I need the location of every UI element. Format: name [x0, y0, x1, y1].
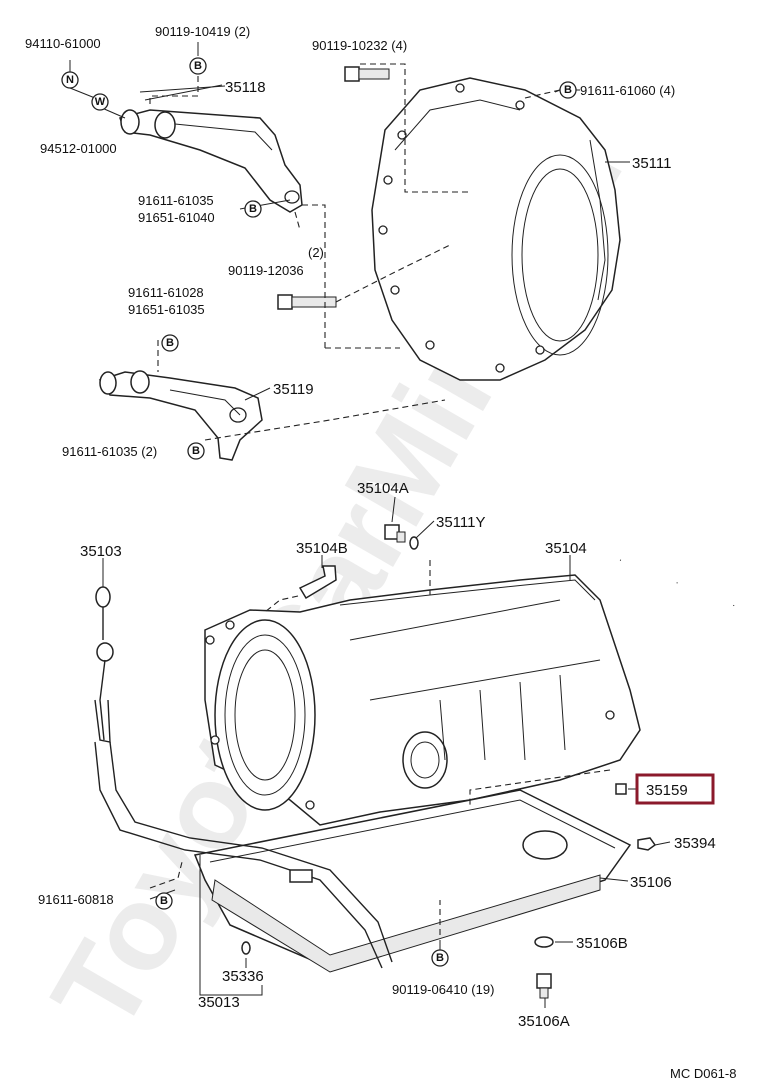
svg-text:B: B	[194, 60, 202, 72]
svg-text:B: B	[249, 203, 257, 215]
label-35103: 35103	[80, 543, 122, 560]
highlight-box-35159	[635, 773, 715, 805]
leader-lines	[69, 42, 741, 1008]
washer-marker-94512: W	[91, 93, 109, 111]
nut-marker-94110: N	[61, 71, 79, 89]
label-94110-61000: 94110-61000	[25, 36, 101, 51]
bolt-marker-91611-61028: B	[161, 334, 179, 352]
bolt-marker-91611-61060: B	[559, 81, 577, 99]
label-35111Y: 35111Y	[436, 514, 486, 531]
bolt-35104A-illustration	[384, 524, 406, 543]
gasket-35106B-illustration	[534, 936, 554, 948]
clip-35394-illustration	[637, 837, 657, 851]
dipstick-35103-illustration	[94, 586, 114, 743]
label-35336: 35336	[222, 968, 264, 985]
svg-text:B: B	[564, 84, 572, 96]
oring-35111Y-illustration	[409, 536, 419, 550]
label-35118: 35118	[225, 79, 266, 96]
label-35111: 35111	[632, 155, 672, 172]
label-90119-10419: 90119-10419 (2)	[155, 24, 250, 39]
label-35106: 35106	[630, 874, 672, 891]
clamp-35336-illustration	[241, 941, 251, 955]
svg-text:B: B	[166, 337, 174, 349]
diagram-code: MC D061-8	[670, 1066, 736, 1081]
label-91611-61035: 91611-61035	[138, 193, 214, 208]
transmission-case-35104-illustration	[204, 574, 641, 826]
label-35119: 35119	[273, 381, 314, 398]
label-35394: 35394	[674, 835, 716, 852]
part-labels: 94110-61000 94512-01000 90119-10419 (2) …	[25, 24, 716, 1030]
bolt-marker-90119-10419: B	[189, 57, 207, 75]
bracket-35118-illustration	[119, 109, 303, 213]
label-35104B: 35104B	[296, 540, 348, 557]
label-91611-61060: 91611-61060 (4)	[580, 83, 675, 98]
bolt-90119-10232-illustration	[344, 66, 390, 82]
bolt-marker-91611-60818: B	[155, 892, 173, 910]
label-91611-61035-2: 91611-61035 (2)	[62, 444, 157, 459]
label-91611-60818: 91611-60818	[38, 892, 114, 907]
drain-plug-35106A-illustration	[536, 973, 552, 999]
plug-35159-illustration	[615, 783, 627, 795]
converter-housing-35111-illustration	[371, 77, 621, 381]
label-35106B: 35106B	[576, 935, 628, 952]
label-91651-61035: 91651-61035	[128, 302, 205, 317]
label-90119-10232: 90119-10232 (4)	[312, 38, 407, 53]
label-90119-12036-qty: (2)	[308, 245, 324, 260]
svg-text:B: B	[436, 952, 444, 964]
oil-pan-35106-illustration	[193, 789, 632, 973]
bolt-marker-91611-61035-2: B	[187, 442, 205, 460]
label-91611-61028: 91611-61028	[128, 285, 204, 300]
label-35013: 35013	[198, 994, 240, 1011]
label-35159: 35159	[646, 782, 688, 799]
svg-text:W: W	[95, 96, 106, 108]
svg-text:B: B	[192, 445, 200, 457]
bracket-35119-illustration	[98, 370, 263, 461]
label-90119-06410: 90119-06410 (19)	[392, 982, 494, 997]
label-35106A: 35106A	[518, 1013, 570, 1030]
bolt-marker-91611-61035: B	[244, 200, 262, 218]
elbow-35104B-illustration	[298, 565, 337, 600]
label-35104A: 35104A	[357, 480, 409, 497]
label-94512-01000: 94512-01000	[40, 141, 117, 156]
label-90119-12036: 90119-12036	[228, 263, 304, 278]
dipstick-tube-35013-illustration	[94, 741, 393, 969]
svg-text:N: N	[66, 74, 74, 86]
svg-text:B: B	[160, 895, 168, 907]
label-35104: 35104	[545, 540, 587, 557]
bolt-marker-90119-06410: B	[431, 949, 449, 967]
label-91651-61040: 91651-61040	[138, 210, 215, 225]
bolt-90119-12036-illustration	[277, 294, 337, 310]
